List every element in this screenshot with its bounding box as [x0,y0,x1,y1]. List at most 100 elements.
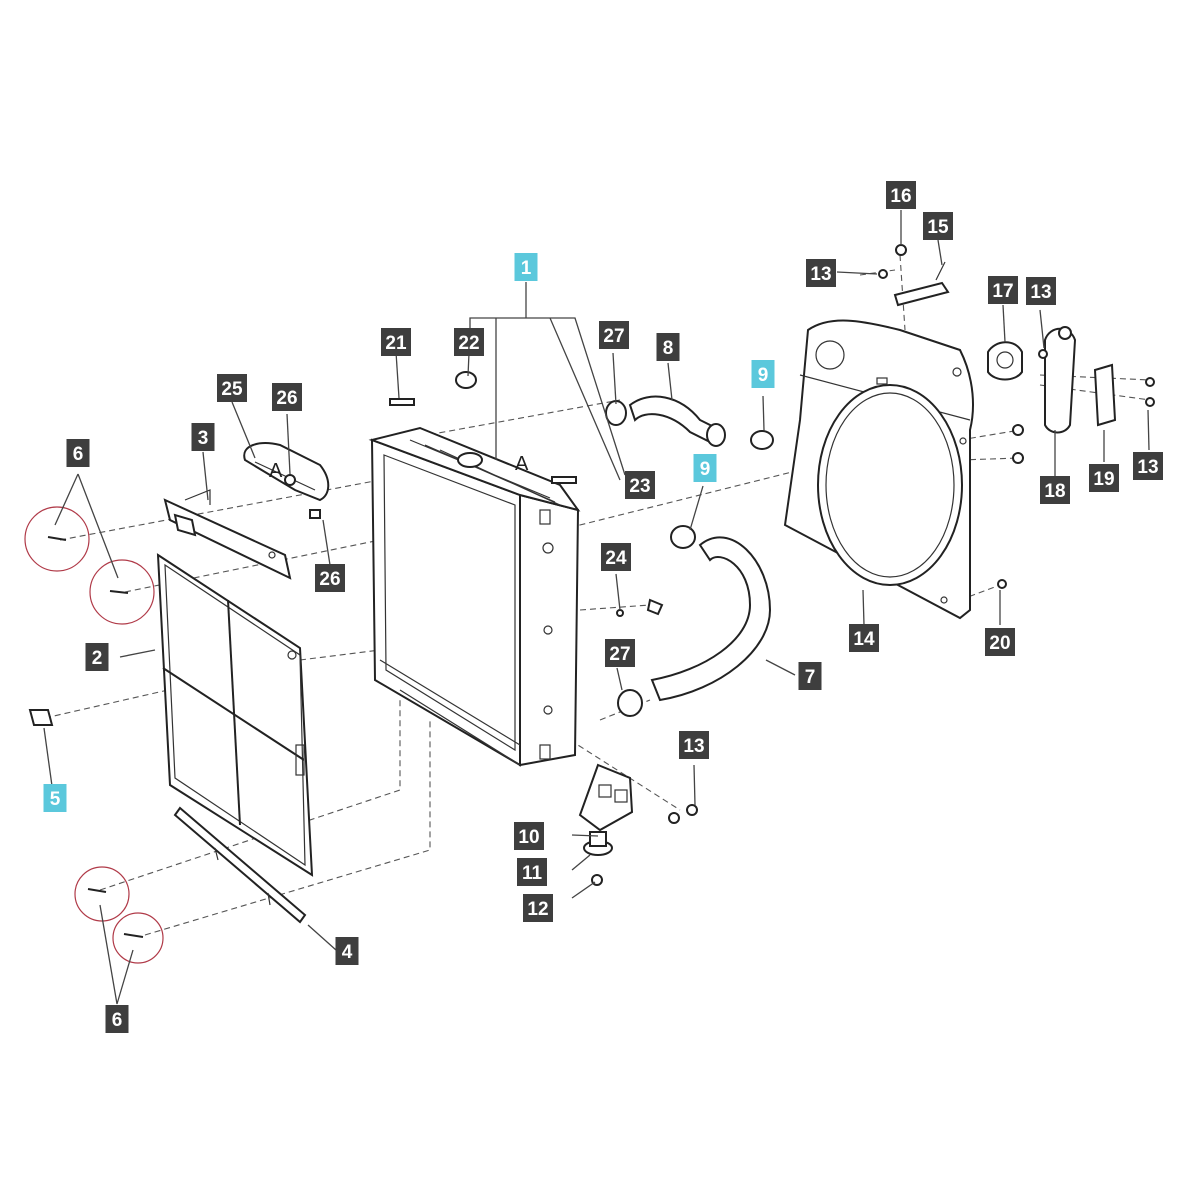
callout-20: 20 [985,628,1015,656]
callout-box [656,333,680,361]
callout-box [43,784,67,812]
callout-box [217,374,247,402]
callout-8: 8 [656,333,680,361]
callout-box [923,212,953,240]
callout-label: 1 [521,258,532,279]
callout-box [523,894,553,922]
callout-label: 23 [629,476,650,497]
callout-label: 26 [276,388,297,409]
callout-box [1133,452,1163,480]
callout-6: 6 [105,1005,129,1033]
callout-label: 11 [522,863,543,884]
reference-mark-a: A [515,453,529,475]
callout-label: 6 [112,1010,123,1031]
callout-label: 17 [992,281,1013,302]
callout-box [806,259,836,287]
callout-label: 27 [603,326,624,347]
callout-box [693,454,717,482]
callout-box [381,328,411,356]
callout-label: 16 [890,186,911,207]
callout-18: 18 [1040,476,1070,504]
callout-13: 13 [679,731,709,759]
callout-box [679,731,709,759]
callout-21: 21 [381,328,411,356]
callout-label: 15 [927,217,949,238]
callout-label: 18 [1044,481,1065,502]
callout-26: 26 [272,383,302,411]
bracket-plate [163,489,292,580]
callout-box [1040,476,1070,504]
callout-box [335,937,359,965]
upper-hose [605,395,774,450]
callout-label: 6 [73,444,84,465]
callout-box [85,643,109,671]
callout-17: 17 [988,276,1018,304]
callout-box [605,639,635,667]
callout-label: 10 [518,827,539,848]
callout-label: 13 [1137,457,1158,478]
callout-box [517,858,547,886]
callout-24: 24 [601,543,631,571]
callout-label: 14 [853,629,875,650]
callout-label: 5 [50,789,61,810]
callout-26: 26 [315,564,345,592]
bottom-strip [173,806,307,924]
callout-12: 12 [523,894,553,922]
callout-label: 8 [663,338,674,359]
leader-lines [43,210,1150,1005]
callout-14: 14 [849,624,879,652]
expansion-tank [987,326,1155,589]
grille-frame [156,553,314,877]
callout-1: 1 [514,253,538,281]
callout-box [315,564,345,592]
callout-label: 13 [1030,282,1051,303]
callout-label: 12 [527,899,548,920]
callout-box [514,253,538,281]
callout-box [105,1005,129,1033]
callout-box [1089,464,1119,492]
callout-5: 5 [43,784,67,812]
callout-box [272,383,302,411]
callout-label: 7 [805,667,816,688]
callout-label: 22 [458,333,479,354]
callout-box [985,628,1015,656]
callout-box [751,360,775,388]
callout-3: 3 [191,423,215,451]
callout-box [849,624,879,652]
callout-23: 23 [625,471,655,499]
callout-box [988,276,1018,304]
callout-10: 10 [514,822,544,850]
fan-shroud [783,319,974,620]
callout-9: 9 [751,360,775,388]
radiator-mount [578,763,698,886]
callout-7: 7 [798,662,822,690]
callout-label: 9 [700,459,711,480]
callout-13: 13 [1133,452,1163,480]
top-bracket [878,244,950,307]
callout-13: 13 [806,259,836,287]
callout-box [454,328,484,356]
callout-6: 6 [66,439,90,467]
callout-label: 3 [198,428,209,449]
callout-4: 4 [335,937,359,965]
callout-label: 9 [758,365,769,386]
callout-box [798,662,822,690]
callout-label: 20 [989,633,1010,654]
lower-hose [617,525,772,717]
reference-mark-a: A [269,460,283,482]
callout-25: 25 [217,374,247,402]
callout-label: 13 [810,264,831,285]
callout-box [599,321,629,349]
callout-box [66,439,90,467]
callout-label: 27 [609,644,630,665]
callout-22: 22 [454,328,484,356]
callout-label: 19 [1093,469,1114,490]
callout-9: 9 [693,454,717,482]
callout-label: 4 [342,942,353,963]
callout-13: 13 [1026,277,1056,305]
callout-27: 27 [605,639,635,667]
radiator-core [368,426,581,767]
handle-bracket [243,442,330,519]
